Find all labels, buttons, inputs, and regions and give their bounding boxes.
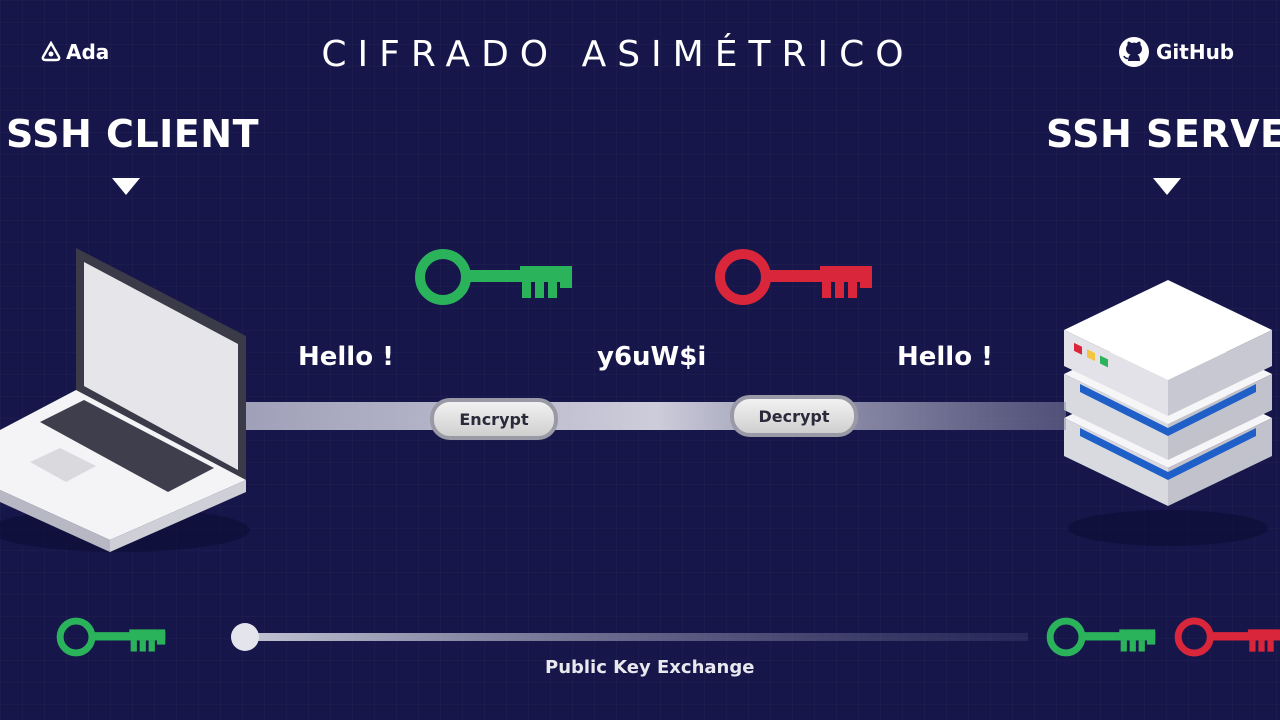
cipher-text: y6uW$i bbox=[597, 342, 707, 372]
server-public-key-icon bbox=[1046, 617, 1156, 657]
encrypt-step: Encrypt bbox=[430, 398, 558, 440]
client-message: Hello ! bbox=[298, 342, 394, 372]
client-pointer-icon bbox=[112, 178, 140, 195]
ada-brand-text: Ada bbox=[66, 40, 110, 64]
exchange-caption: Public Key Exchange bbox=[545, 657, 755, 678]
server-message: Hello ! bbox=[897, 342, 993, 372]
github-brand-text: GitHub bbox=[1156, 40, 1235, 64]
transfer-beam bbox=[246, 402, 1066, 430]
client-label: SSH CLIENT bbox=[6, 112, 259, 156]
server-pointer-icon bbox=[1153, 178, 1181, 195]
public-key-icon bbox=[415, 249, 572, 305]
client-public-key-icon bbox=[56, 617, 166, 657]
exchange-line bbox=[231, 623, 1028, 651]
decrypt-step: Decrypt bbox=[730, 395, 858, 437]
server-icon bbox=[1064, 280, 1272, 546]
laptop-icon bbox=[0, 248, 250, 552]
ada-logo: Ada bbox=[40, 40, 109, 64]
ada-logo-icon bbox=[41, 41, 61, 62]
github-icon bbox=[1119, 37, 1149, 67]
server-label: SSH SERVER bbox=[1046, 112, 1280, 156]
private-key-icon bbox=[715, 249, 872, 305]
github-logo: GitHub bbox=[1118, 36, 1234, 68]
server-private-key-icon bbox=[1174, 617, 1280, 657]
page-title: CIFRADO ASIMÉTRICO bbox=[321, 34, 915, 75]
